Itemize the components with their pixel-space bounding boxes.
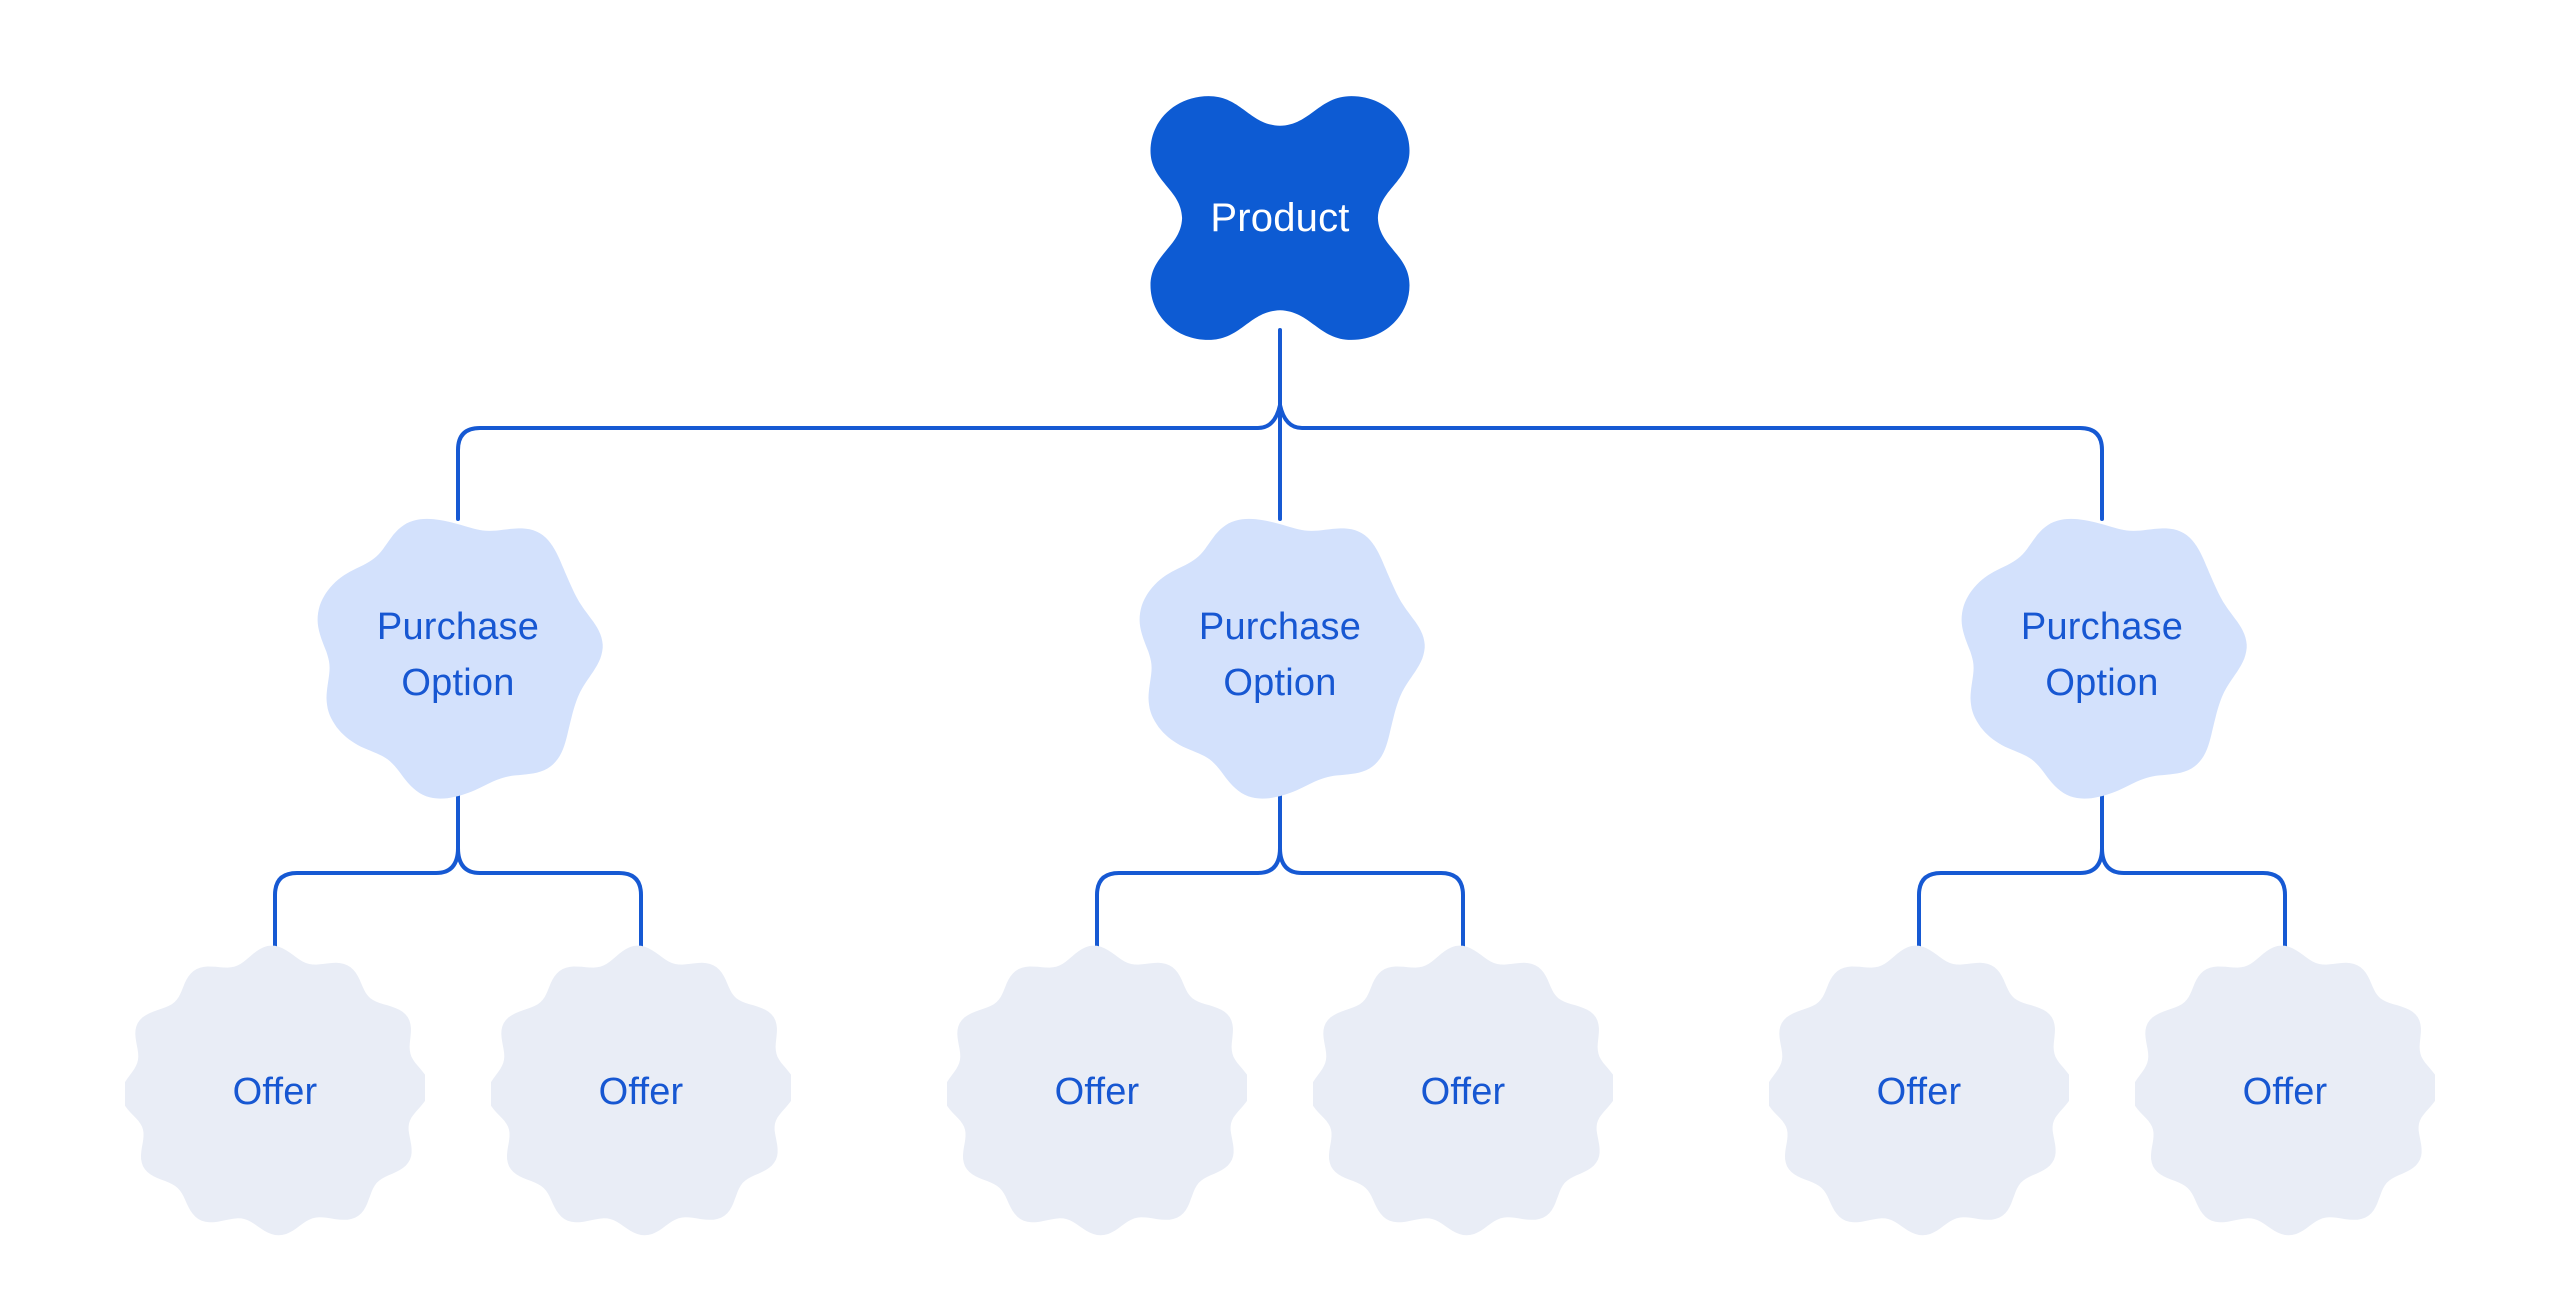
offer-blob-shape [1769,945,2069,1236]
offer-node-label: Offer [1054,1070,1140,1113]
purchase-option-node-label: Purchase Option [2020,606,2184,704]
purchase-option-blob-shape [1139,518,1425,799]
product-node-label: Product [1210,195,1350,240]
offer-node-label: Offer [232,1070,318,1113]
offer-node-1: Offer [125,942,425,1242]
offer-blob-shape [125,945,425,1236]
product-blob-shape [1150,96,1410,340]
offer-blob-shape [1313,945,1613,1236]
offer-node-3: Offer [947,942,1247,1242]
product-node: Product [1130,68,1430,368]
purchase-option-blob-shape [1961,518,2247,799]
offer-node-label: Offer [598,1070,684,1113]
offer-node-label: Offer [1876,1070,1962,1113]
offer-node-2: Offer [491,942,791,1242]
offer-node-label: Offer [2242,1070,2328,1113]
purchase-option-node-3: Purchase Option [1952,505,2252,805]
offer-blob-shape [491,945,791,1236]
offer-blob-shape [2135,945,2435,1236]
offer-node-label: Offer [1420,1070,1506,1113]
offer-blob-shape [947,945,1247,1236]
purchase-option-node-1: Purchase Option [308,505,608,805]
purchase-option-node-2: Purchase Option [1130,505,1430,805]
purchase-option-node-label: Purchase Option [376,606,540,704]
purchase-option-node-label: Purchase Option [1198,606,1362,704]
offer-node-6: Offer [2135,942,2435,1242]
offer-node-4: Offer [1313,942,1613,1242]
purchase-option-blob-shape [317,518,603,799]
offer-node-5: Offer [1769,942,2069,1242]
